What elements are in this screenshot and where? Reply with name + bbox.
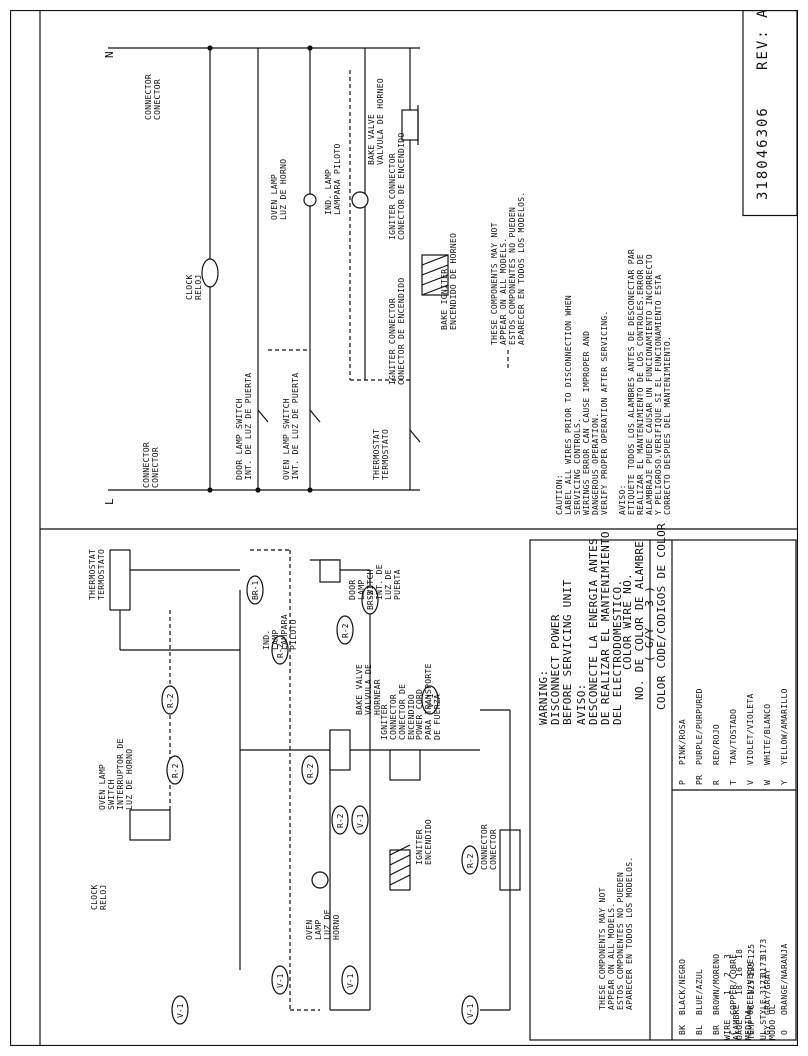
- components-note-top: THESE COMPONENTS MAY NOT APPEAR ON ALL M…: [490, 191, 526, 346]
- color-code-title: COLOR CODE/CODIGOS DE COLOR: [655, 523, 668, 710]
- wiring-bake-valve-label: BAKE VALVE VALVULA DE HORNEAR: [355, 663, 382, 715]
- color-code-abbrev: P: [678, 779, 687, 785]
- wire-tag: V-1: [176, 1003, 185, 1018]
- wire-tag: R-2: [171, 763, 180, 778]
- aviso-text: AVISO: ETIQUETE TODOS LOS ALAMBRES ANTES…: [618, 248, 672, 515]
- color-code-name: ORANGE/NARANJA: [780, 943, 789, 1015]
- wire-tag: R-2: [276, 643, 285, 658]
- wiring-oven-lamp-switch-label: OVEN LAMP SWITCH INTERRUPTOR DE LUZ DE H…: [98, 738, 134, 810]
- color-code-name: WHITE/BLANCO: [763, 703, 772, 765]
- wire-tag: V-1: [356, 813, 365, 828]
- door-lamp-switch-label: DOOR LAMP SWITCH INT. DE LUZ DE PUERTA: [235, 372, 253, 480]
- color-code-name: PURPLE/PURPURED: [695, 688, 704, 765]
- l-label: L: [103, 498, 116, 505]
- color-code-name: BROWN/MORENO: [712, 953, 721, 1015]
- wire-tag: V-1: [426, 693, 435, 708]
- color-code-abbrev: O: [780, 1029, 789, 1035]
- wire-tag: V-1: [276, 973, 285, 988]
- color-code-abbrev: W: [763, 779, 772, 785]
- color-code-name: VIOLET/VIOLETA: [746, 693, 755, 765]
- wiring-igniter-label: IGNITER ENCENDIDO: [415, 818, 433, 865]
- wire-table-cell: 16: [735, 966, 744, 977]
- document-number: 318046306: [755, 106, 771, 200]
- color-code-abbrev: Y: [780, 779, 789, 785]
- wire-table-cell: 1: [723, 989, 732, 995]
- n-label: N: [103, 51, 116, 58]
- oven-lamp-switch-label: OVEN LAMP SWITCH INT. DE LUZ DE PUERTA: [282, 372, 300, 480]
- wire-table-cell: 125: [747, 943, 756, 959]
- wire-tag: BR-1: [251, 580, 260, 600]
- wire-tag: R-2: [336, 813, 345, 828]
- bake-valve-label: BAKE VALVE VALVULA DE HORNEO: [367, 78, 385, 165]
- wire-table-cell: 2: [723, 971, 732, 977]
- connector-bottom-label: CONNECTOR CONECTOR: [142, 441, 160, 488]
- color-code-abbrev: BL: [695, 1024, 704, 1035]
- color-code-name: YELLOW/AMARILLO: [780, 688, 789, 765]
- color-code-name: BLACK/NEGRO: [678, 958, 687, 1015]
- wire-table-cell: 3173: [759, 938, 768, 959]
- color-code-abbrev: BR: [712, 1024, 721, 1035]
- wiring-oven-lamp-label: OVEN LAMP LUZ DE HORNO: [305, 909, 341, 940]
- wire-table-cell: 3173: [759, 974, 768, 995]
- ind-lamp-label: IND. LAMP LAMPARA PILOTO: [324, 143, 342, 215]
- wiring-thermostat-label: THERMOSTAT TERMOSTATO: [88, 548, 106, 600]
- wire-table-header: UL STYLE MODO UL: [759, 999, 777, 1040]
- wire-tag: BR-3: [366, 590, 375, 610]
- wiring-clock-label: CLOCK RELOJ: [90, 884, 108, 910]
- wire-tag: R-2: [466, 853, 475, 868]
- oven-lamp-label: OVEN LAMP LUZ DE HORNO: [270, 158, 288, 220]
- wire-table-header: TEMP °C: [747, 1004, 756, 1040]
- schematic-lines: [10, 10, 798, 1046]
- wire-tag: V-1: [346, 973, 355, 988]
- wire-table-cell: 125: [747, 979, 756, 995]
- color-code-abbrev: T: [729, 779, 738, 785]
- color-code-name: BLUE/AZUL: [695, 968, 704, 1015]
- caution-text: CAUTION: LABEL ALL WIRES PRIOR TO DISCON…: [555, 294, 609, 515]
- wire-table-cell: 3173: [759, 956, 768, 977]
- wire-tag: R-2: [306, 763, 315, 778]
- color-code-name: TAN/TOSTADO: [729, 708, 738, 765]
- thermostat-label: THERMOSTAT TERMOSTATO: [372, 428, 390, 480]
- igniter-connector-label-1: IGNITER CONNECTOR CONECTOR DE ENCENDIDO: [388, 132, 406, 240]
- wire-table-cell: 18: [735, 984, 744, 995]
- igniter-connector-label-2: IGNITER CONNECTOR CONECTOR DE ENCENDIDO: [388, 277, 406, 385]
- wire-tag: V-1: [466, 1003, 475, 1018]
- wire-tag: R-2: [166, 693, 175, 708]
- connector-top-label: CONNECTOR CONECTOR: [144, 73, 162, 120]
- wire-table-cell: 18: [735, 948, 744, 959]
- wiring-connector-label: CONNECTOR CONECTOR: [480, 823, 498, 870]
- color-code-abbrev: BK: [678, 1024, 687, 1035]
- color-code-name: PINK/ROSA: [678, 718, 687, 765]
- wiring-components-note: THESE COMPONENTS MAY NOT APPEAR ON ALL M…: [598, 856, 634, 1011]
- wiring-door-switch-label: DOOR LAMP SWITCH INT. DE LUZ DE PUERTA: [348, 564, 402, 600]
- wire-tag: R-2: [341, 623, 350, 638]
- wire-table-cell: 3: [723, 953, 732, 959]
- warning-line2: BEFORE SERVICING UNIT: [561, 579, 574, 725]
- wiring-igniter-connector-label: IGNITER CONNECTOR CONECTOR DE ENCENDIDO: [380, 683, 416, 740]
- bake-igniter-label: BAKE IGNITER ENCENDIDO DE HORNEO: [440, 232, 458, 330]
- wire-table-cell: 125: [747, 961, 756, 977]
- color-code-abbrev: V: [746, 779, 755, 785]
- color-code-abbrev: R: [712, 779, 721, 785]
- revision: REV: A: [755, 7, 771, 70]
- color-code-name: RED/ROJO: [712, 724, 721, 765]
- diagram-sheet: N L CONNECTOR CONECTOR CONNECTOR CONECTO…: [10, 7, 798, 1046]
- color-code-abbrev: PR: [695, 774, 704, 785]
- clock-label: CLOCK RELOJ: [185, 274, 203, 300]
